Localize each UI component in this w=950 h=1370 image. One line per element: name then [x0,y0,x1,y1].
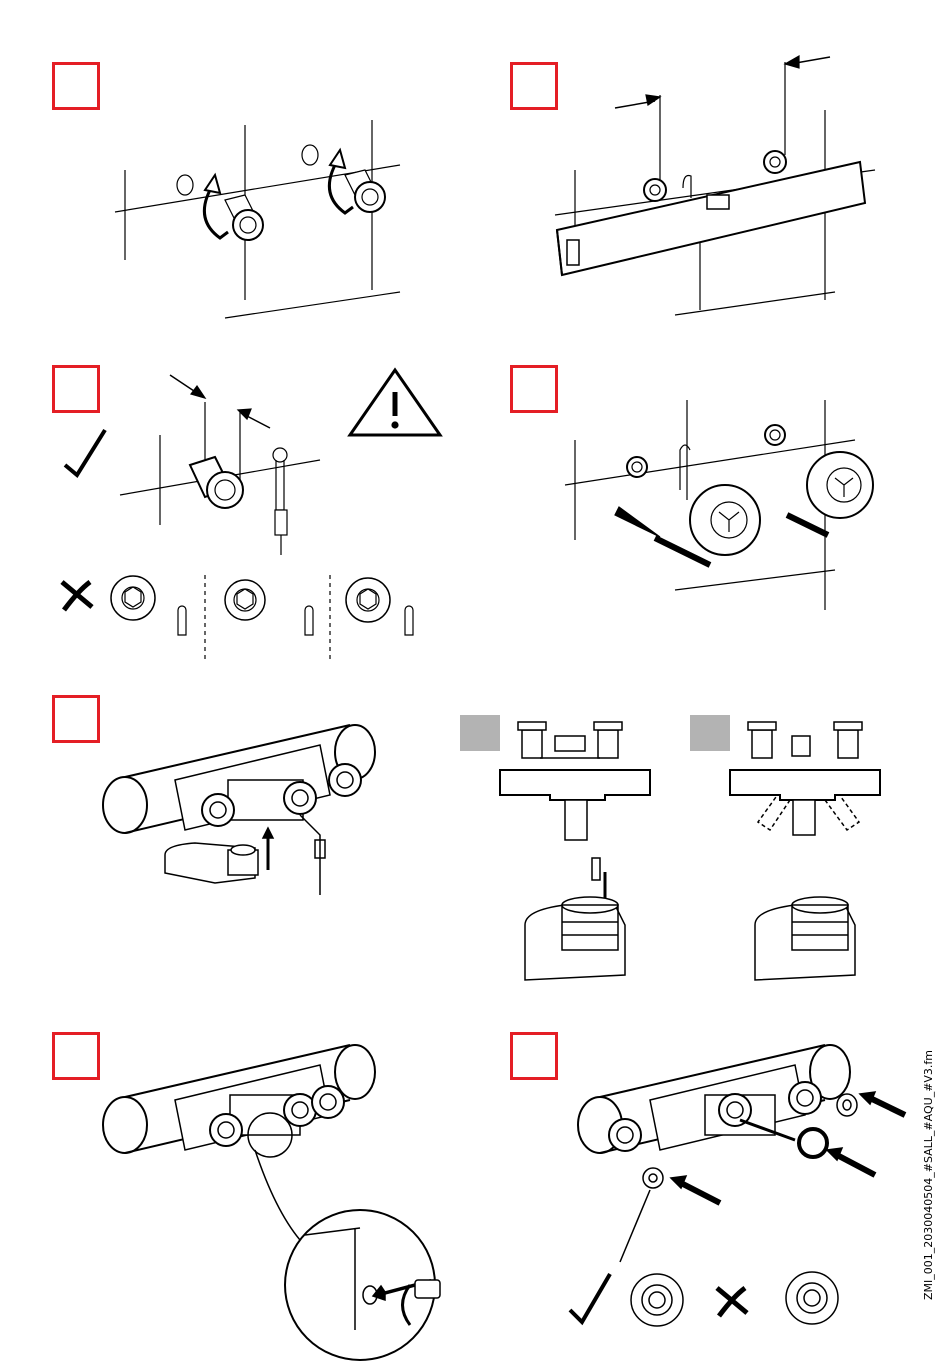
rotate-wall-elbows-icon [0,0,475,340]
escutcheon-rosettes-icon [475,340,950,670]
document-side-code: ZMI_001_2030040504_#SALL_#AQU_#V3.fm [922,1050,935,1300]
step-7-panel [475,1010,950,1370]
detail-screw-icon [0,1010,475,1370]
swivel-spout-icon [680,700,910,1000]
warning-triangle-icon [350,370,440,435]
wrong-x-icon [717,1288,747,1316]
step-5-variant-a-panel [450,700,680,1000]
step-4-panel [475,340,950,670]
correct-check-icon [65,430,105,475]
correct-check-icon [570,1274,610,1322]
step-3-panel [0,340,475,670]
step-6-panel [0,1010,475,1370]
leveling-template-icon [475,0,950,340]
step-1-panel [0,0,475,340]
step-2-panel [475,0,950,340]
step-5-variant-b-panel [680,700,910,1000]
wrong-x-icon [62,582,92,610]
mount-spout-icon [0,670,450,1010]
pin-insert-icon [450,700,680,1000]
washers-seal-icon [475,1010,950,1370]
alignment-warning-icon [0,340,475,670]
step-5-panel [0,670,450,1010]
